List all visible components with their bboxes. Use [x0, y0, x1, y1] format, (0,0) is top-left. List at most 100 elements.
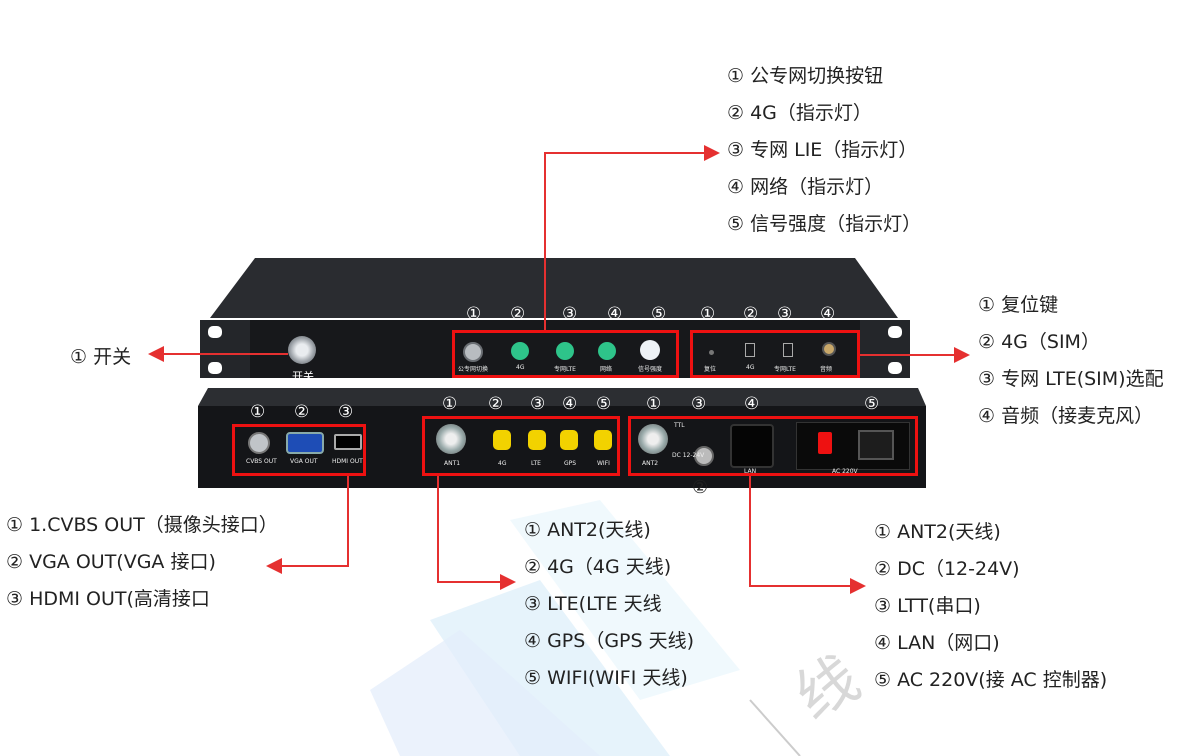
- sim-label-3: 专网LTE: [774, 366, 796, 373]
- arrow-antenna: [437, 476, 516, 590]
- video-number-3: ③: [338, 402, 354, 422]
- list-item: ③ 专网 LIE（指示灯）: [727, 139, 918, 161]
- hdmi-label: HDMI OUT: [332, 458, 363, 465]
- audio-jack[interactable]: [822, 342, 836, 356]
- switch-callout: ① 开关: [70, 346, 132, 368]
- power-number-3: ③: [691, 394, 707, 414]
- hdmi-port[interactable]: [334, 434, 362, 450]
- ant2-label: ANT2: [642, 460, 659, 467]
- gps-connector[interactable]: [560, 430, 578, 450]
- sim-label-2: 4G: [746, 364, 755, 371]
- led-network: [598, 342, 616, 360]
- front-indicator-list: ① 公专网切换按钮 ② 4G（指示灯） ③ 专网 LIE（指示灯） ④ 网络（指…: [727, 58, 921, 243]
- ant2-connector[interactable]: [638, 424, 668, 454]
- video-number-1: ①: [250, 402, 266, 422]
- list-item: ⑤ AC 220V(接 AC 控制器): [874, 669, 1108, 691]
- video-number-2: ②: [294, 402, 310, 422]
- list-item: ④ 音频（接麦克风）: [978, 405, 1154, 427]
- indicator-number-5: ⑤: [651, 304, 667, 324]
- arrow-power: [749, 476, 866, 594]
- power-number-5: ⑤: [864, 394, 880, 414]
- indicator-label-2: 4G: [516, 364, 525, 371]
- list-item: ② 4G（SIM）: [978, 331, 1100, 353]
- power-switch-label: 开关: [292, 370, 314, 383]
- antenna-number-5: ⑤: [596, 394, 612, 414]
- list-item: ④ 网络（指示灯）: [727, 176, 884, 198]
- sim-group-box: [690, 330, 860, 378]
- ac-rocker-switch[interactable]: [818, 432, 832, 454]
- lte-label: LTE: [531, 460, 541, 467]
- list-item: ③ LTE(LTE 天线: [524, 593, 662, 615]
- sim-number-4: ④: [820, 304, 836, 324]
- reset-button[interactable]: [709, 350, 714, 355]
- indicator-number-1: ①: [466, 304, 482, 324]
- rear-video-list: ① 1.CVBS OUT（摄像头接口） ② VGA OUT(VGA 接口) ③ …: [6, 507, 278, 618]
- antenna-box: [422, 416, 620, 476]
- network-switch-button[interactable]: [463, 342, 483, 362]
- indicator-number-4: ④: [607, 304, 623, 324]
- dc-number: ②: [692, 477, 709, 498]
- antenna-number-4: ④: [562, 394, 578, 414]
- indicator-label-3: 专网LTE: [554, 366, 576, 373]
- vga-port[interactable]: [286, 432, 324, 454]
- list-item: ⑤ WIFI(WIFI 天线): [524, 667, 688, 689]
- wifi-connector[interactable]: [594, 430, 612, 450]
- lan-label: LAN: [744, 468, 757, 475]
- video-output-box: [232, 424, 366, 476]
- list-item: ① ANT2(天线): [524, 519, 651, 541]
- watermark-shape: [370, 500, 801, 756]
- list-item: ① 公专网切换按钮: [727, 65, 884, 87]
- list-item: ② 4G（4G 天线): [524, 556, 672, 578]
- lte-connector[interactable]: [528, 430, 546, 450]
- vga-label: VGA OUT: [290, 458, 318, 465]
- rear-antenna-list: ① ANT2(天线) ② 4G（4G 天线) ③ LTE(LTE 天线 ④ GP…: [524, 512, 694, 697]
- 4g-connector[interactable]: [493, 430, 511, 450]
- sim-number-3: ③: [777, 304, 793, 324]
- sim-slot-lte[interactable]: [783, 343, 793, 357]
- power-number-4: ④: [744, 394, 760, 414]
- list-item: ② 4G（指示灯）: [727, 102, 872, 124]
- ant1-label: ANT1: [444, 460, 461, 467]
- list-item: ⑤ 信号强度（指示灯）: [727, 213, 922, 235]
- list-item: ④ GPS（GPS 天线): [524, 630, 695, 652]
- wifi-label: WIFI: [597, 460, 610, 467]
- power-number-1: ①: [646, 394, 662, 414]
- list-item: ③ LTT(串口): [874, 595, 981, 617]
- rear-power-list: ① ANT2(天线) ② DC（12-24V) ③ LTT(串口) ④ LAN（…: [874, 514, 1107, 699]
- ac-inlet[interactable]: [858, 430, 894, 460]
- power-io-box: [628, 416, 918, 476]
- indicator-number-2: ②: [510, 304, 526, 324]
- antenna-number-1: ①: [442, 394, 458, 414]
- sim-number-2: ②: [743, 304, 759, 324]
- sim-number-1: ①: [700, 304, 716, 324]
- front-panel: 开关 ① ② ③ ④ ⑤ 公专网切换 4G 专网LTE 网络 信号强度 ① ② …: [200, 258, 910, 383]
- list-item: ③ 专网 LTE(SIM)选配: [978, 368, 1164, 390]
- dc-label: DC 12-24V: [672, 452, 705, 459]
- power-switch[interactable]: [288, 336, 316, 364]
- ttl-label: TTL: [674, 422, 685, 429]
- dc-jack[interactable]: [694, 446, 714, 466]
- front-sim-list: ① 复位键 ② 4G（SIM） ③ 专网 LTE(SIM)选配 ④ 音频（接麦克…: [978, 287, 1164, 435]
- indicator-label-5: 信号强度: [638, 366, 663, 373]
- arrow-indicators: [544, 145, 720, 330]
- arrow-video: [266, 476, 349, 574]
- lan-port[interactable]: [730, 424, 774, 468]
- led-4g: [511, 342, 529, 360]
- antenna-number-3: ③: [530, 394, 546, 414]
- cvbs-port[interactable]: [248, 432, 270, 454]
- sim-slot-4g[interactable]: [745, 343, 755, 357]
- list-item: ① 1.CVBS OUT（摄像头接口）: [6, 514, 278, 536]
- rear-panel: ① ② ③ CVBS OUT VGA OUT HDMI OUT ① ② ③ ④ …: [198, 388, 926, 488]
- sim-label-1: 复位: [704, 366, 717, 373]
- indicator-label-1: 公专网切换: [458, 366, 489, 373]
- sim-label-4: 音频: [820, 366, 833, 373]
- led-lte: [556, 342, 574, 360]
- antenna-number-2: ②: [488, 394, 504, 414]
- list-item: ③ HDMI OUT(高清接口: [6, 588, 210, 610]
- ac-label: AC 220V: [832, 468, 858, 475]
- indicator-group-box: [452, 330, 679, 378]
- indicator-label-4: 网络: [600, 366, 613, 373]
- 4g-label: 4G: [498, 460, 507, 467]
- ant1-connector[interactable]: [436, 424, 466, 454]
